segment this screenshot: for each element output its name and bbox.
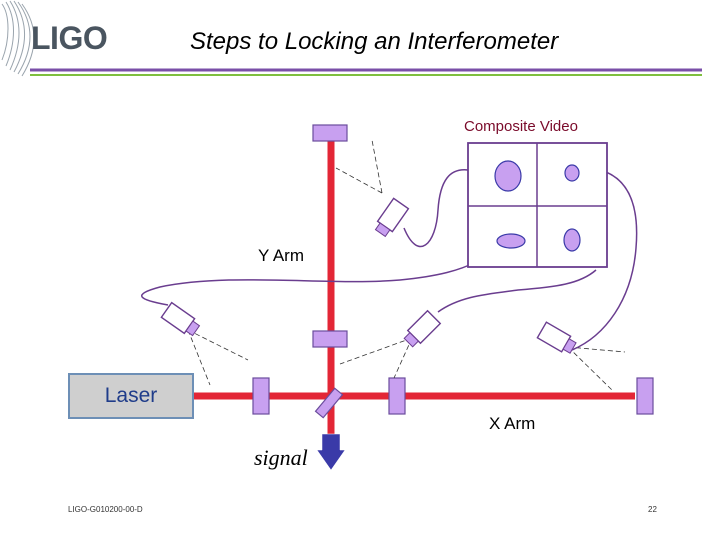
signal-label: signal — [254, 445, 308, 470]
composite-video-monitor — [467, 142, 608, 268]
logo-swirl-icon — [1, 0, 35, 77]
camera-right-icon — [536, 321, 577, 354]
slide-title: Steps to Locking an Interferometer — [190, 28, 559, 55]
beam-splitter — [314, 387, 344, 419]
signal-arrow-icon — [316, 433, 346, 471]
x-end-mirror — [636, 377, 654, 415]
camera-view-lines — [187, 139, 626, 391]
laser-box: Laser — [68, 373, 194, 419]
video-spot-tall — [563, 228, 581, 252]
video-spot-small — [564, 164, 580, 182]
laser-label: Laser — [104, 384, 158, 407]
x-arm-label: X Arm — [489, 414, 536, 433]
ligo-logo: LIGO — [31, 20, 108, 56]
camera-center-icon — [403, 309, 442, 348]
y-end-mirror — [312, 124, 348, 142]
video-cables — [141, 169, 638, 351]
document-id: LIGO-G010200-00-D — [68, 505, 143, 514]
y-arm-label: Y Arm — [258, 246, 304, 265]
video-spot-large — [494, 160, 522, 192]
recycling-mirror — [252, 377, 270, 415]
camera-left-icon — [160, 301, 201, 337]
y-input-mirror — [312, 330, 348, 348]
video-spot-wide — [496, 233, 526, 249]
camera-y-end-icon — [374, 197, 410, 238]
x-input-mirror — [388, 377, 406, 415]
composite-video-label: Composite Video — [464, 118, 578, 135]
page-number: 22 — [648, 505, 657, 514]
